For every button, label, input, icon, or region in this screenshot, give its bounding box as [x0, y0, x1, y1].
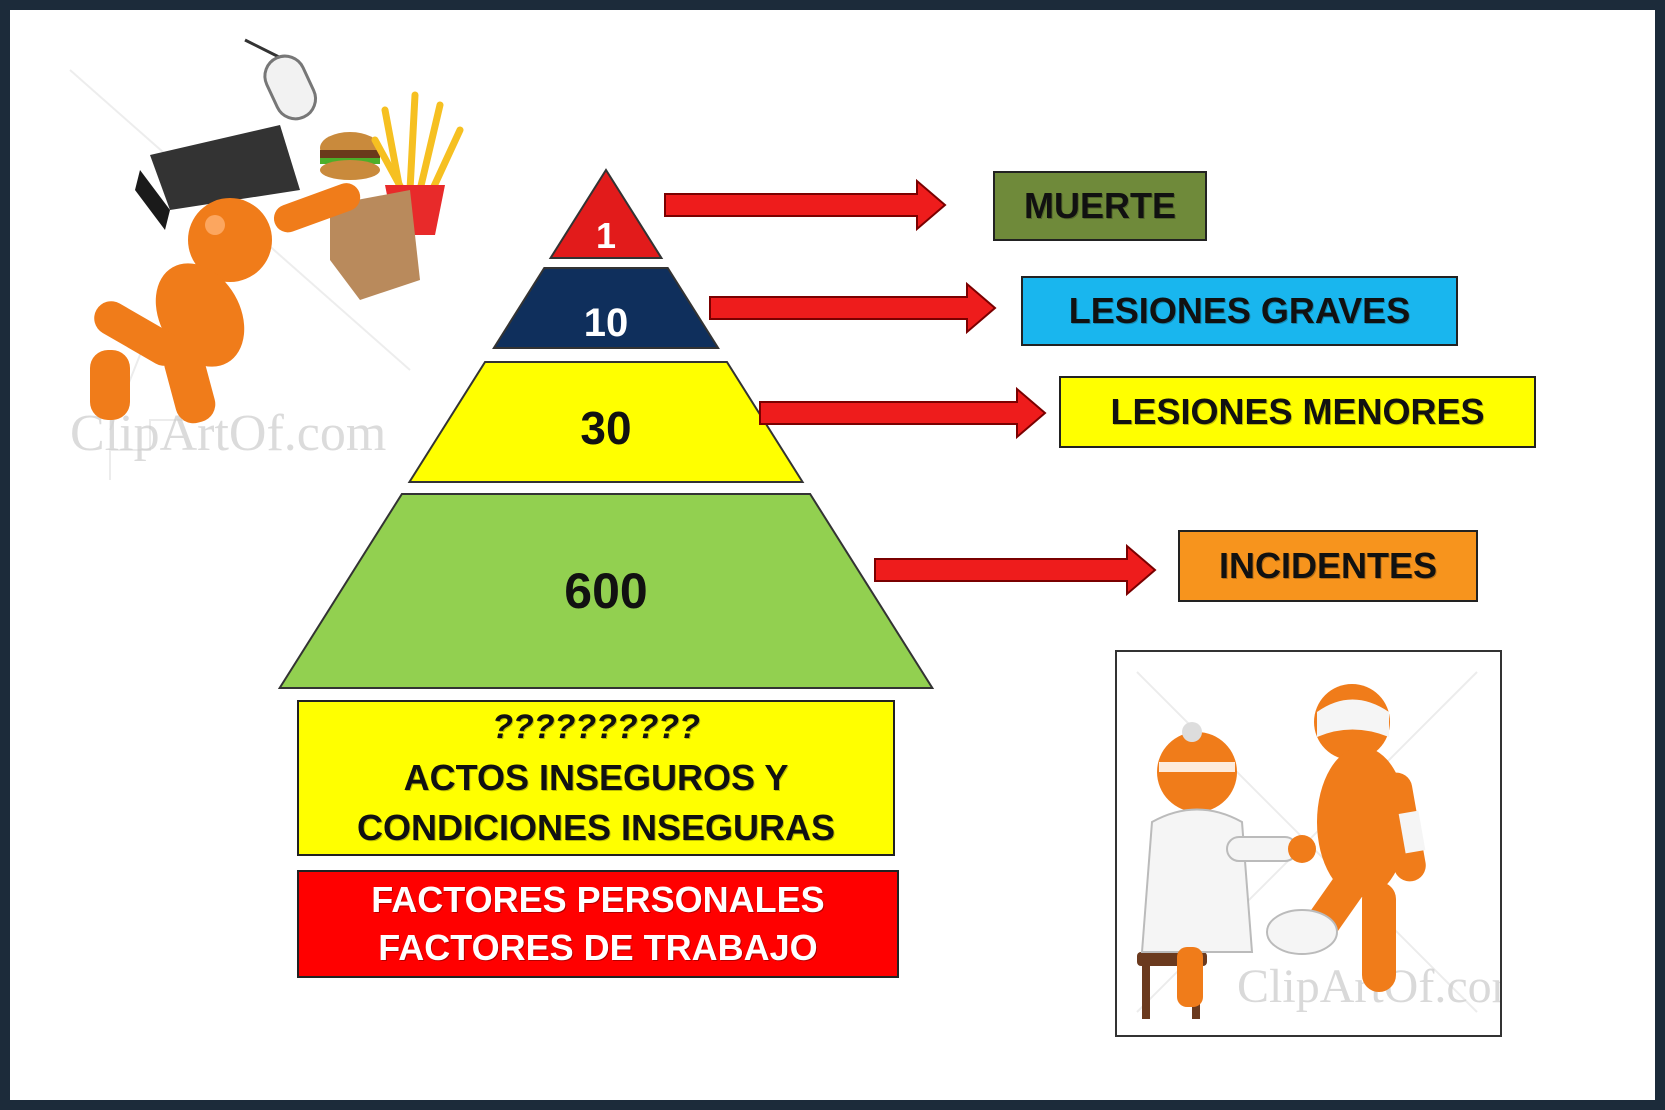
- unsafe-acts-line1: ACTOS INSEGUROS Y: [403, 757, 789, 799]
- pyramid-tier-value: 1: [596, 215, 616, 256]
- falling-worker-illustration: ClipArtOf.com: [69, 38, 464, 480]
- tray-icon: [135, 125, 300, 230]
- paper-bag-icon: [330, 190, 420, 300]
- pyramid-tier-value: 10: [584, 301, 629, 345]
- diagram-canvas: ClipArtOf.com: [10, 10, 1655, 1100]
- consequence-label: INCIDENTES: [1218, 545, 1438, 586]
- unsafe-acts-line2: CONDICIONES INSEGURAS: [356, 806, 836, 848]
- pyramid-tier-30: [407, 361, 805, 483]
- consequence-box-incidentes: INCIDENTES: [1178, 530, 1478, 602]
- patient-figure: [1266, 684, 1426, 992]
- pyramid-tier-1: [548, 168, 664, 259]
- arrow-right-icon: [874, 543, 1157, 597]
- arrow-right-icon: [664, 178, 947, 232]
- pyramid-tier-value: 600: [564, 563, 647, 619]
- accident-pyramid: 1 10 30 600: [277, 168, 1157, 689]
- orange-figure: [90, 183, 361, 424]
- burger-icon: [320, 132, 380, 180]
- arrow-right-icon: [759, 386, 1047, 440]
- consequence-label: MUERTE: [1024, 185, 1176, 226]
- consequence-box-lesiones-graves: LESIONES GRAVES: [1021, 276, 1458, 346]
- pyramid-tier-600: [277, 493, 935, 689]
- arrow-right-icon: [709, 281, 997, 335]
- consequence-box-muerte: MUERTE: [993, 171, 1207, 241]
- consequence-label: LESIONES GRAVES: [1068, 290, 1411, 331]
- work-factors-line: FACTORES DE TRABAJO: [378, 927, 818, 968]
- question-marks: ??????????: [492, 707, 700, 746]
- pyramid-tier-value: 30: [580, 402, 631, 454]
- personal-factors-line: FACTORES PERSONALES: [371, 879, 825, 921]
- doctor-figure: [1140, 722, 1316, 1007]
- root-factors-box: FACTORES PERSONALES FACTORES DE TRABAJO: [297, 870, 899, 978]
- doctor-patient-frame: ClipArtOf.com: [1115, 650, 1502, 1037]
- consequence-label: LESIONES MENORES: [1110, 391, 1485, 432]
- mouse-icon: [244, 38, 317, 121]
- consequence-box-lesiones-menores: LESIONES MENORES: [1059, 376, 1536, 448]
- unsafe-acts-box: ?????????? ACTOS INSEGUROS Y CONDICIONES…: [297, 700, 895, 856]
- pyramid-tier-10: [492, 267, 720, 349]
- doctor-bandaging-patient-illustration: ClipArtOf.com: [1136, 671, 1500, 1019]
